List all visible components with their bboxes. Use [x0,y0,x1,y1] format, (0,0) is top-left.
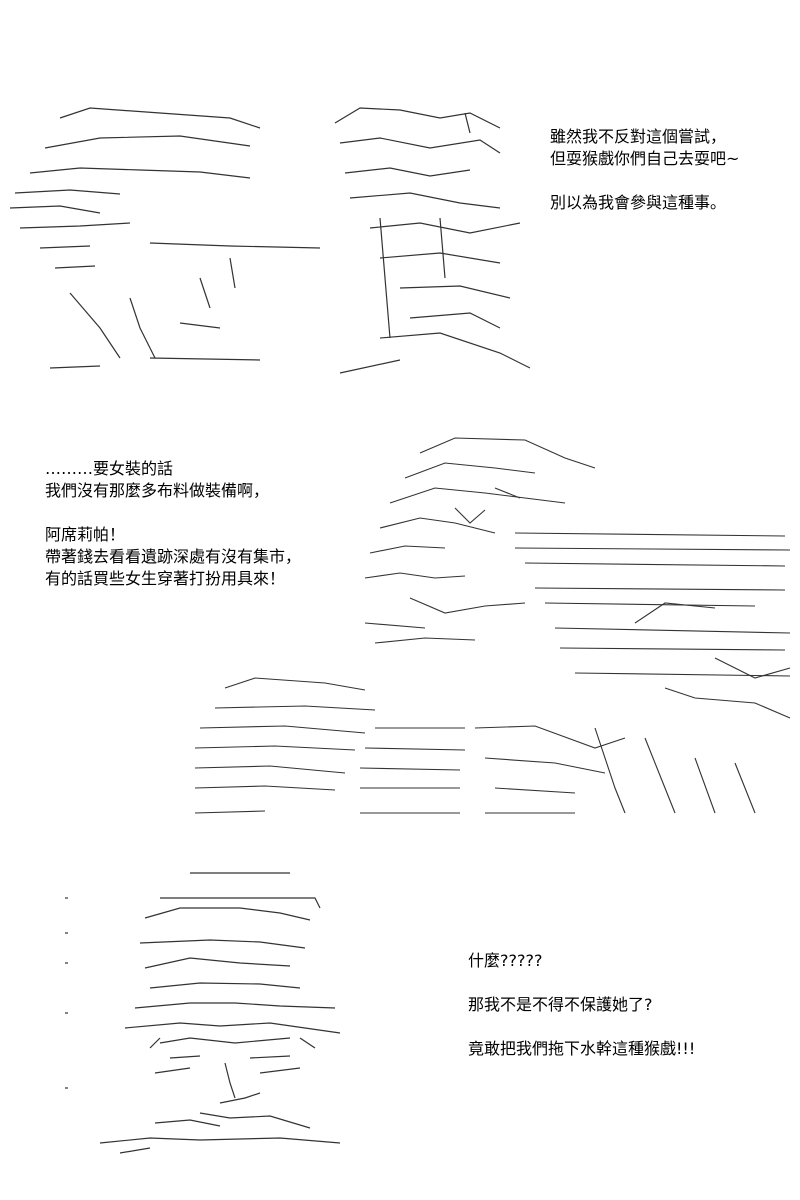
dialogue-line: 竟敢把我們拖下水幹這種猴戲!!! [468,1039,696,1058]
panel-3: 什麼????? 那我不是不得不保護她了? 竟敢把我們拖下水幹這種猴戲!!! [0,820,800,1200]
dialogue-line: 雖然我不反對這個嘗試， [550,127,727,146]
dialogue-line: 有的話買些女生穿著打扮用具來！ [45,569,286,588]
dialogue-line: 那我不是不得不保護她了? [468,995,653,1014]
dialogue-line: 阿席莉帕！ [45,525,126,544]
dialogue-line: ………要女裝的話 [45,459,174,478]
dialogue-line: 但耍猴戲你們自己去耍吧~ [550,149,740,168]
dialogue-line: 帶著錢去看看遺跡深處有沒有集市， [45,547,302,566]
dialogue-line: 什麼????? [468,951,543,970]
dialogue-line: 別以為我會參與這種事。 [550,193,727,212]
dialogue-panel-1: 雖然我不反對這個嘗試， 但耍猴戲你們自己去耍吧~ 別以為我會參與這種事。 [550,126,739,214]
panel-1: 雖然我不反對這個嘗試， 但耍猴戲你們自己去耍吧~ 別以為我會參與這種事。 [0,60,800,374]
panel-2: ………要女裝的話 我們沒有那麼多布料做裝備啊， 阿席莉帕！ 帶著錢去看看遺跡深處… [0,390,800,814]
ascii-art-figures-tree [0,60,540,421]
ascii-art-shocked-boy [60,820,380,1196]
dialogue-line: 我們沒有那麼多布料做裝備啊， [45,481,270,500]
dialogue-panel-2: ………要女裝的話 我們沒有那麼多布料做裝備啊， 阿席莉帕！ 帶著錢去看看遺跡深處… [45,458,301,590]
ascii-art-girl-and-ruins [195,390,795,861]
dialogue-panel-3: 什麼????? 那我不是不得不保護她了? 竟敢把我們拖下水幹這種猴戲!!! [468,950,695,1060]
